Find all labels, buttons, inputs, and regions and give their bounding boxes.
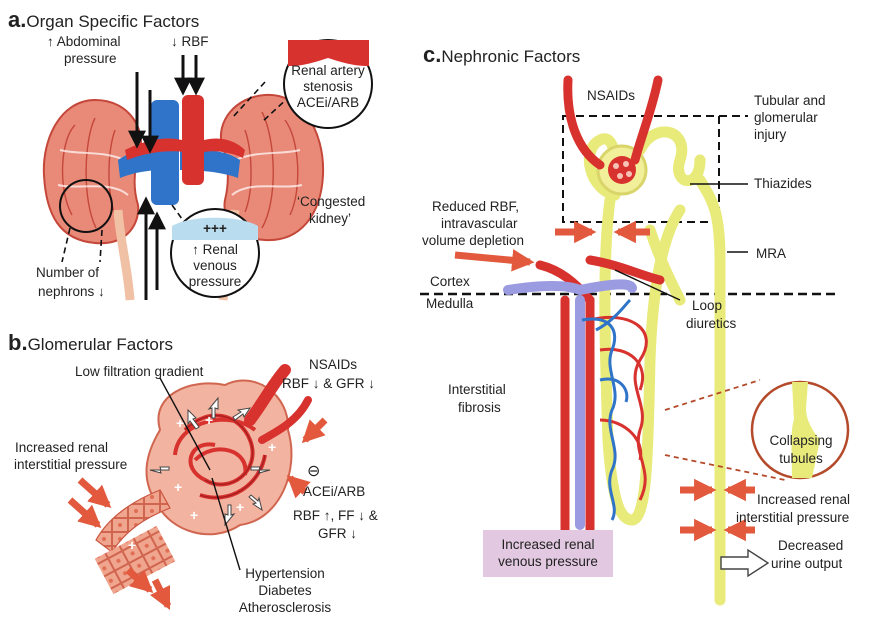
diabetes-label: Diabetes [220, 583, 350, 599]
reduced-rbf-label-2: intravascular [441, 216, 518, 232]
panel-b-title: Glomerular Factors [28, 335, 173, 354]
medulla-label: Medulla [426, 296, 473, 312]
reduced-rbf-label-3: volume depletion [422, 233, 524, 249]
aorta [182, 95, 204, 185]
rbf-label: ↓ RBF [171, 34, 209, 50]
abdominal-pressure-label: pressure [64, 51, 117, 67]
cortex-label: Cortex [430, 274, 470, 290]
interstitial-c-label-1: Increased renal [757, 492, 850, 508]
collapsing-label-2: tubules [762, 451, 840, 467]
panel-c-heading: c.Nephronic Factors [423, 42, 580, 68]
gradient-label: Low filtration gradient [75, 364, 203, 380]
venous-label-2: venous [175, 258, 255, 274]
panel-a-title: Organ Specific Factors [26, 12, 199, 31]
loop-label-2: diuretics [686, 316, 736, 332]
nephrons-label-2: nephrons ↓ [38, 284, 105, 300]
tubular-label-2: glomerular [754, 110, 818, 126]
acei-label: ACEi/ARB [303, 484, 365, 500]
panel-a-heading: a.Organ Specific Factors [8, 7, 199, 33]
svg-text:+: + [156, 515, 164, 531]
thiazides-label: Thiazides [754, 176, 812, 192]
panel-b-letter: b. [8, 330, 28, 355]
urine-label-1: Decreased [778, 538, 843, 554]
reduced-rbf-label-1: Reduced RBF, [432, 199, 519, 215]
mra-label: MRA [756, 246, 786, 262]
panel-a-letter: a. [8, 7, 26, 32]
interstitial-c-label-2: interstitial pressure [736, 510, 849, 526]
svg-text:+: + [268, 439, 276, 455]
nsaids-c-label: NSAIDs [587, 88, 635, 104]
panel-c-title: Nephronic Factors [441, 47, 580, 66]
tubular-label-3: injury [754, 127, 786, 143]
fibrosis-label-1: Interstitial [448, 382, 506, 398]
interstitial-b-label-1: Increased renal [15, 440, 108, 456]
tubular-label-1: Tubular and [754, 93, 826, 109]
collapsing-label-1: Collapsing [762, 433, 840, 449]
loop-label-1: Loop [692, 298, 722, 314]
panel-c-letter: c. [423, 42, 441, 67]
atherosclerosis-label: Atherosclerosis [220, 600, 350, 616]
venous-box-label-1: Increased renal [501, 537, 594, 552]
stenosis-label-2: stenosis [284, 79, 372, 95]
rbf-gfr-label: RBF ↓ & GFR ↓ [282, 376, 375, 392]
urine-output-arrow [721, 550, 768, 576]
svg-text:+: + [236, 499, 244, 515]
svg-text:+: + [128, 537, 136, 553]
venous-box-label-2: venous pressure [498, 554, 598, 569]
stenosis-label-3: ACEi/ARB [284, 95, 372, 111]
acei-effect-label-1: RBF ↑, FF ↓ & [293, 508, 378, 524]
bowmans-capsule [146, 381, 291, 535]
venous-label-3: pressure [175, 274, 255, 290]
abdominal-label: ↑ Abdominal [47, 34, 121, 50]
urine-label-2: urine output [771, 556, 842, 572]
inhibit-icon: ⊖ [307, 464, 320, 480]
fibrosis-label-2: fibrosis [458, 400, 501, 416]
svg-text:+: + [174, 479, 182, 495]
hypertension-label: Hypertension [220, 566, 350, 582]
congested-label-1: ‘Congested [297, 194, 365, 210]
venous-pressure-box: Increased renal venous pressure [483, 530, 613, 577]
svg-text:+: + [190, 507, 198, 523]
nephrons-label-1: Number of [36, 265, 99, 281]
interstitial-b-label-2: interstitial pressure [14, 457, 127, 473]
svg-text:+: + [176, 415, 184, 431]
stenosis-label-1: Renal artery [284, 63, 372, 79]
venous-label-1: ↑ Renal [175, 242, 255, 258]
congested-label-2: kidney’ [309, 211, 351, 227]
venous-plus-label: +++ [180, 221, 250, 237]
acei-effect-label-2: GFR ↓ [318, 526, 357, 542]
panel-b-heading: b.Glomerular Factors [8, 330, 173, 356]
svg-text:+: + [205, 412, 213, 428]
nsaids-b-label: NSAIDs [309, 357, 357, 373]
